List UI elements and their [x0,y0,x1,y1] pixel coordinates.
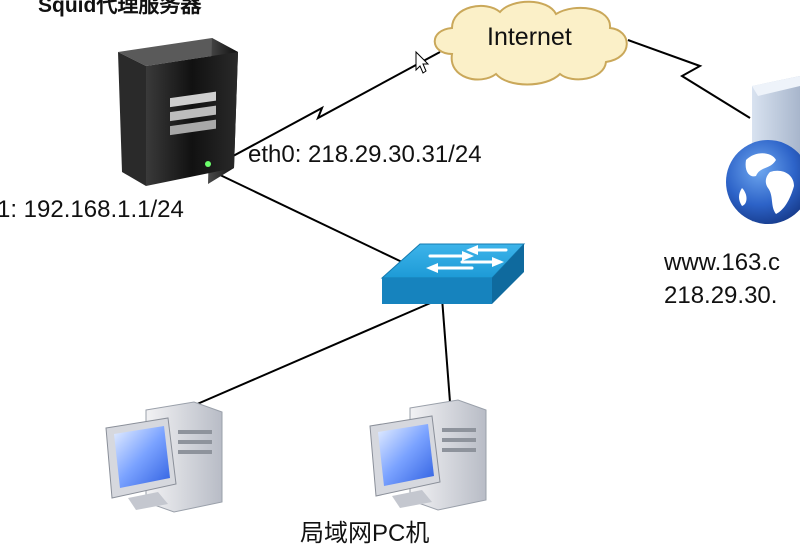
globe-icon [726,140,800,224]
network-diagram [105,0,800,513]
cloud-icon [433,0,628,86]
mouse-cursor-icon [415,50,430,74]
eth0-address-label: eth0: 218.29.30.31/24 [248,141,482,168]
connection-lines [187,39,751,409]
proxy-server-title: Squid代理服务器 [38,0,202,17]
link-switch-pc2 [441,297,451,403]
link-proxy-switch [217,173,403,263]
web-server-name-label: www.163.c [664,249,781,276]
link-proxy-internet [221,51,441,163]
eth1-address-label: 1: 192.168.1.1/24 [0,196,184,223]
server-tower-icon [118,38,238,186]
link-internet-webserver [627,39,751,119]
desktop-pc-icon [369,399,487,511]
desktop-pc-icon [105,401,223,513]
internet-label: Internet [487,23,572,51]
web-server-ip-label: 218.29.30. [664,282,778,309]
network-switch-icon [380,243,526,304]
link-switch-pc1 [187,297,443,409]
lan-pc-label: 局域网PC机 [300,520,430,547]
